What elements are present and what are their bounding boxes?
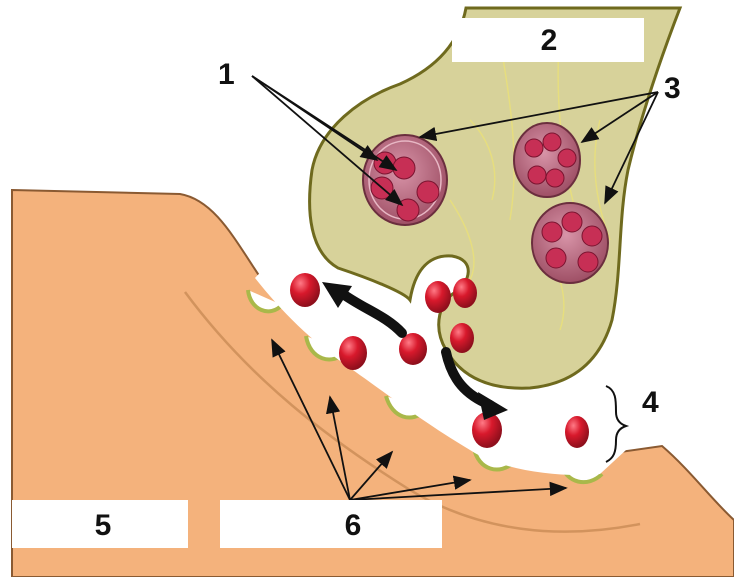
label-5: 5 bbox=[88, 511, 118, 541]
neurotransmitter bbox=[290, 273, 320, 307]
neurotransmitter bbox=[450, 323, 474, 353]
vesicle bbox=[514, 123, 580, 197]
label-box-2: 2 bbox=[452, 18, 644, 62]
neurotransmitter bbox=[453, 278, 477, 308]
neurotransmitter bbox=[339, 336, 367, 370]
vesicle bbox=[363, 135, 447, 225]
neurotransmitter bbox=[425, 281, 451, 313]
label-box-5: 5 bbox=[12, 500, 188, 548]
neurotransmitter bbox=[565, 416, 589, 448]
label-3: 3 bbox=[664, 72, 681, 105]
label-6: 6 bbox=[338, 511, 368, 541]
label-4: 4 bbox=[642, 386, 659, 419]
label-box-6: 6 bbox=[220, 500, 442, 548]
label-2: 2 bbox=[534, 26, 564, 56]
label-1: 1 bbox=[218, 58, 235, 91]
vesicle bbox=[532, 203, 608, 283]
